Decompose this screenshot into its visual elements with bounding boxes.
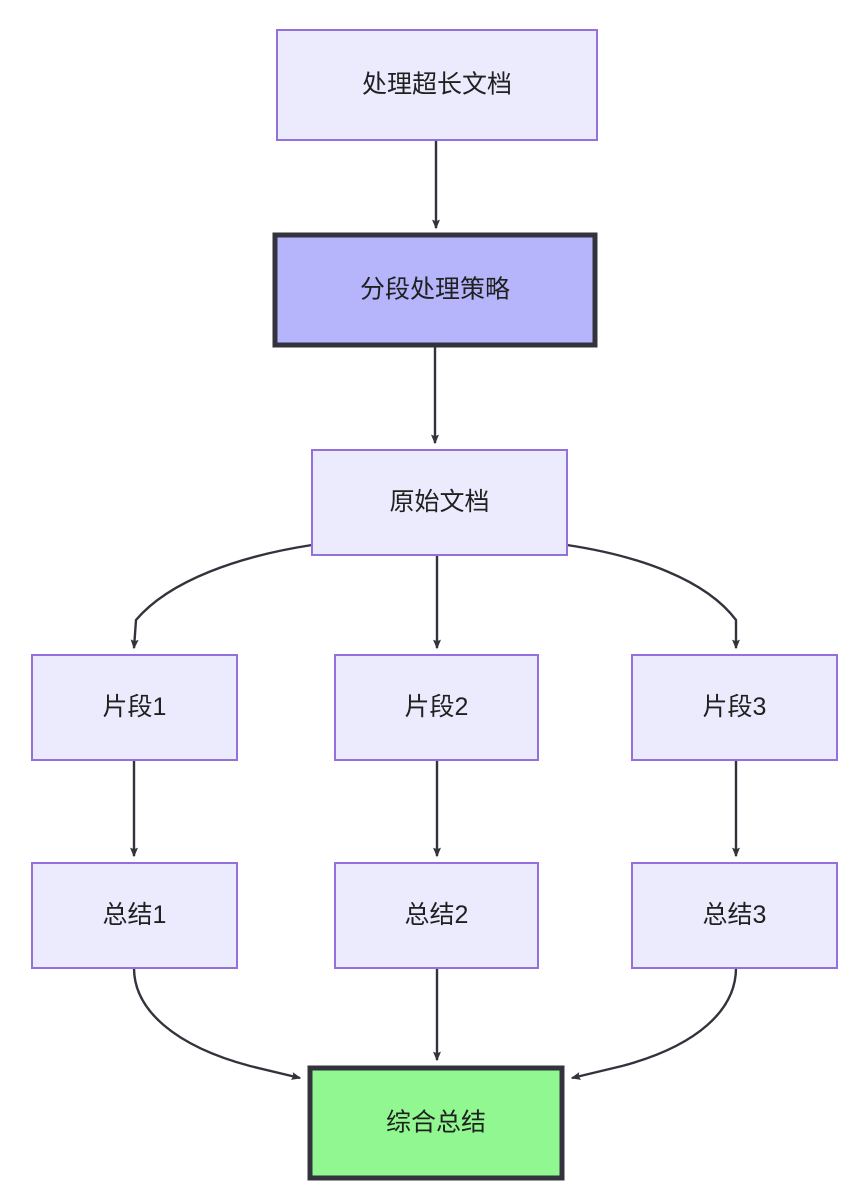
node-box: [631, 862, 838, 969]
node-box: [31, 862, 238, 969]
edge-n9-to-n10: [570, 967, 738, 1080]
node-box: [272, 232, 598, 348]
node-label: 总结3: [703, 901, 767, 929]
node-label: 处理超长文档: [362, 71, 512, 99]
node-n10[interactable]: 综合总结: [307, 1065, 565, 1181]
node-box: [631, 654, 838, 761]
node-box: [311, 449, 568, 556]
node-box: [276, 29, 598, 141]
node-label: 综合总结: [386, 1109, 486, 1137]
node-n8[interactable]: 总结2: [334, 862, 539, 969]
edges-layer: [130, 140, 740, 1080]
node-label: 片段3: [703, 693, 767, 721]
node-label: 原始文档: [389, 488, 489, 516]
node-label: 分段处理策略: [360, 276, 510, 304]
node-n3[interactable]: 原始文档: [311, 449, 568, 556]
node-label: 总结1: [103, 901, 167, 929]
node-box: [334, 862, 539, 969]
node-n6[interactable]: 片段3: [631, 654, 838, 761]
node-n5[interactable]: 片段2: [334, 654, 539, 761]
edge-n7-to-n10: [132, 967, 302, 1080]
node-n1[interactable]: 处理超长文档: [276, 29, 598, 141]
node-n7[interactable]: 总结1: [31, 862, 238, 969]
edge-n3-to-n6: [566, 543, 740, 650]
node-label: 片段1: [103, 693, 167, 721]
node-label: 片段2: [405, 693, 469, 721]
node-n2[interactable]: 分段处理策略: [272, 232, 598, 348]
node-label: 总结2: [405, 901, 469, 929]
edge-n3-to-n4: [130, 543, 313, 650]
node-box: [31, 654, 238, 761]
node-n9[interactable]: 总结3: [631, 862, 838, 969]
node-n4[interactable]: 片段1: [31, 654, 238, 761]
node-box: [307, 1065, 565, 1181]
node-box: [334, 654, 539, 761]
